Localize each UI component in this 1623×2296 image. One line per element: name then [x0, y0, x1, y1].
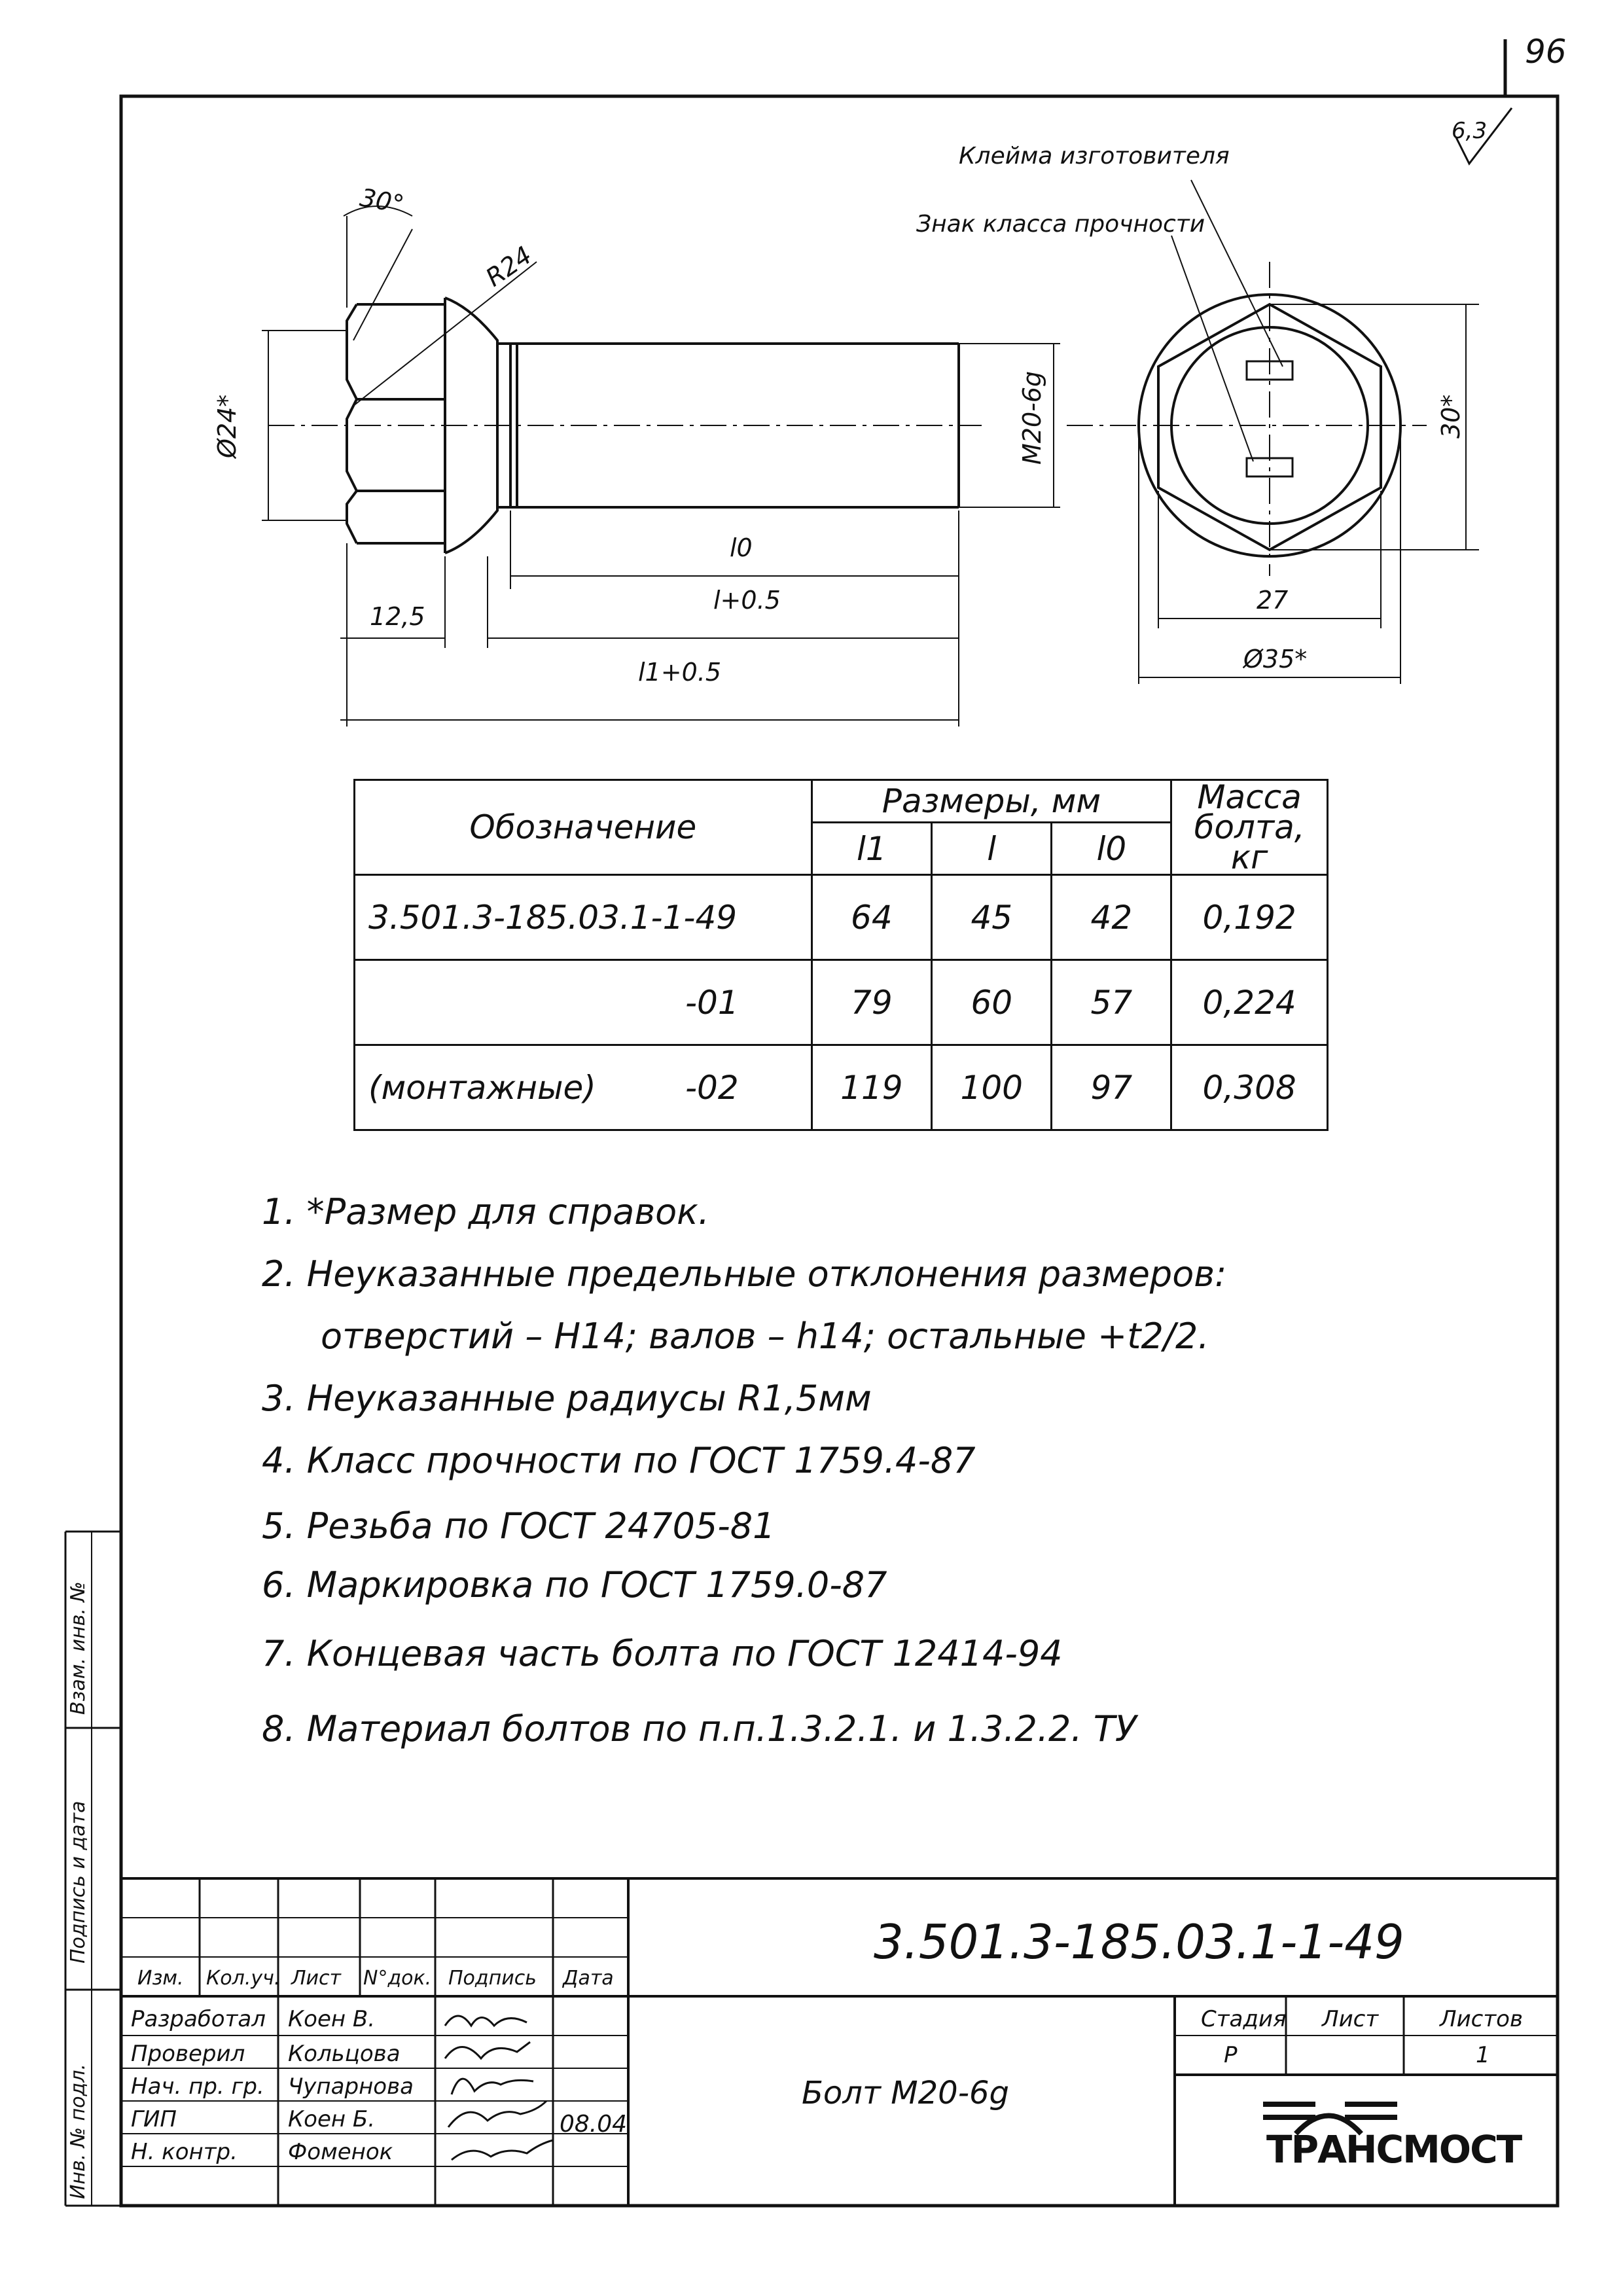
- thread-label: M20-6g: [1018, 370, 1046, 465]
- sheet-label: Лист: [1322, 2006, 1379, 2032]
- roughness-value: 6,3: [1452, 118, 1488, 144]
- note-8: 8. Материал болтов по п.п.1.3.2.1. и 1.3…: [262, 1708, 1137, 1749]
- note-1: 1. *Размер для справок.: [262, 1191, 709, 1232]
- row-l: 60: [931, 959, 1053, 1046]
- diameter-35-label: Ø35*: [1243, 645, 1308, 673]
- table-row: 3.501.3-185.03.1-1-49 64 45 42 0,192: [353, 874, 1329, 961]
- row-mass: 0,308: [1170, 1044, 1329, 1131]
- side-sign-date: Подпись и дата: [67, 1801, 90, 1964]
- l1-tolerance-label: l1+0.5: [638, 658, 722, 687]
- header-designation: Обозначение: [353, 779, 813, 876]
- row-designation: -02: [685, 1068, 739, 1107]
- row-l0: 42: [1050, 874, 1173, 961]
- name-norm-control: Фоменок: [288, 2139, 393, 2165]
- row-mass: 0,224: [1170, 959, 1329, 1046]
- row-l1: 64: [810, 874, 933, 961]
- sign-date: 08.04: [560, 2111, 628, 2138]
- header-l1: l1: [810, 821, 933, 876]
- sheets-value: 1: [1476, 2042, 1490, 2068]
- l-tolerance-label: l+0.5: [713, 586, 781, 615]
- note-6: 6. Маркировка по ГОСТ 1759.0-87: [262, 1564, 887, 1605]
- role-developer: Разработал: [131, 2006, 266, 2032]
- name-group-head: Чупарнова: [288, 2073, 414, 2100]
- role-group-head: Нач. пр. гр.: [131, 2073, 264, 2100]
- note-5: 5. Резьба по ГОСТ 24705-81: [262, 1505, 776, 1547]
- row-designation: -01: [353, 959, 813, 1046]
- company-name: ТРАНСМОСТ: [1266, 2127, 1522, 2172]
- drawing-frame: [119, 94, 1560, 2208]
- bolt-side-view: [262, 206, 1060, 726]
- header-mass: Масса болта, кг: [1170, 779, 1329, 876]
- name-chief-engineer: Коен Б.: [288, 2106, 376, 2132]
- bolt-end-view: [1067, 179, 1479, 684]
- note-2: 2. Неуказанные предельные отклонения раз…: [262, 1253, 1227, 1295]
- col-header-sign: Подпись: [448, 1967, 537, 1990]
- stage-value: Р: [1224, 2042, 1238, 2068]
- col-header-date: Дата: [563, 1967, 614, 1990]
- sheets-label: Листов: [1440, 2006, 1524, 2032]
- company-logo-mark: [1263, 2102, 1397, 2136]
- header-l: l: [931, 821, 1053, 876]
- name-checker: Кольцова: [288, 2041, 401, 2067]
- stage-label: Стадия: [1201, 2006, 1287, 2032]
- row-mass: 0,192: [1170, 874, 1329, 961]
- role-norm-control: Н. контр.: [131, 2139, 238, 2165]
- table-row: -01 79 60 57 0,224: [353, 959, 1329, 1046]
- side-inv-orig: Инв. № подл.: [67, 2064, 90, 2199]
- table-row: (монтажные) -02 119 100 97 0,308: [353, 1044, 1329, 1131]
- page-number: 96: [1525, 33, 1567, 71]
- item-name: Болт М20-6g: [802, 2075, 1010, 2111]
- header-sizes: Размеры, мм: [810, 779, 1173, 823]
- roughness-symbol: [1455, 107, 1513, 166]
- strength-mark-label: Знак класса прочности: [916, 211, 1205, 238]
- spec-table: Обозначение Размеры, мм Масса болта, кг …: [353, 779, 1329, 1131]
- row-l1: 119: [810, 1044, 933, 1131]
- width-27-label: 27: [1257, 586, 1289, 615]
- row-prefix: (монтажные): [368, 1068, 596, 1107]
- title-block-grid: [64, 1530, 1558, 2207]
- note-7: 7. Концевая часть болта по ГОСТ 12414-94: [262, 1633, 1063, 1674]
- col-header-izm: Изм.: [137, 1967, 184, 1990]
- l0-label: l0: [730, 533, 753, 562]
- head-diameter-label: Ø24*: [213, 394, 241, 458]
- maker-mark-label: Клейма изготовителя: [959, 143, 1230, 170]
- row-l: 45: [931, 874, 1053, 961]
- document-code: 3.501.3-185.03.1-1-49: [874, 1914, 1404, 1969]
- height-30-label: 30*: [1436, 394, 1465, 439]
- col-header-list: Лист: [291, 1967, 342, 1990]
- note-2-cont: отверстий – Н14; валов – h14; остальные …: [321, 1316, 1209, 1357]
- note-3: 3. Неуказанные радиусы R1,5мм: [262, 1378, 872, 1419]
- role-chief-engineer: ГИП: [131, 2106, 177, 2132]
- role-checker: Проверил: [131, 2041, 245, 2067]
- note-4: 4. Класс прочности по ГОСТ 1759.4-87: [262, 1440, 976, 1481]
- row-l1: 79: [810, 959, 933, 1046]
- name-developer: Коен В.: [288, 2006, 376, 2032]
- row-designation: 3.501.3-185.03.1-1-49: [353, 874, 813, 961]
- col-header-kol: Кол.уч.: [206, 1967, 281, 1990]
- signatures: [444, 2015, 554, 2161]
- col-header-doc: N°док.: [363, 1967, 432, 1990]
- header-l0: l0: [1050, 821, 1173, 876]
- row-l0: 97: [1050, 1044, 1173, 1131]
- row-l: 100: [931, 1044, 1053, 1131]
- row-l0: 57: [1050, 959, 1173, 1046]
- dim-12-5-label: 12,5: [370, 602, 425, 631]
- side-replace-inv: Взам. инв. №: [67, 1581, 90, 1715]
- row-designation-group: (монтажные) -02: [353, 1044, 813, 1131]
